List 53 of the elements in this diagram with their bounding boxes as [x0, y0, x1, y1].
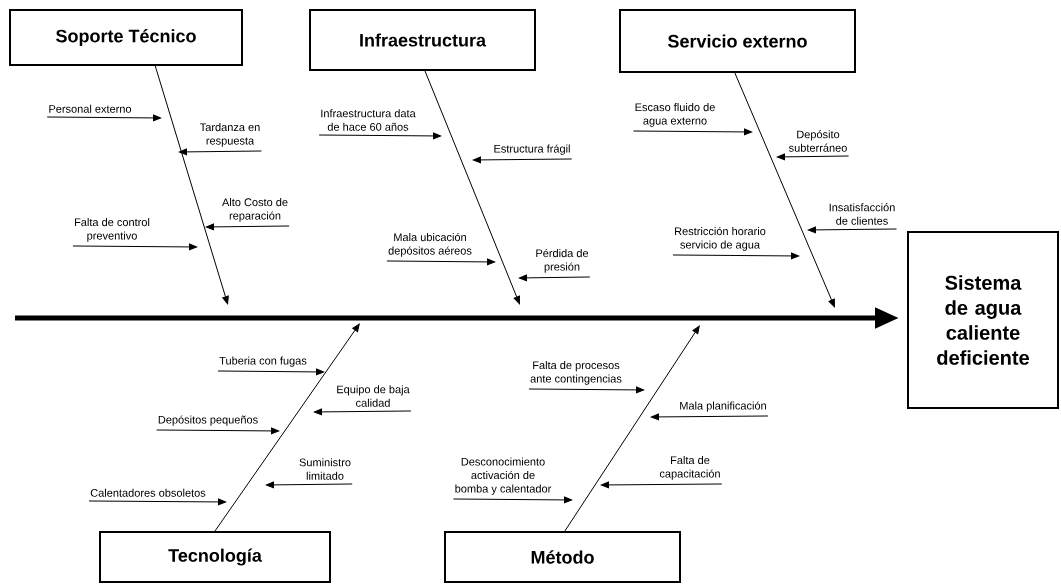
- category-box: Infraestructura: [309, 9, 536, 71]
- arrow: [313, 408, 412, 416]
- effect-box: Sistema de agua caliente deficiente: [907, 231, 1059, 409]
- cause-label: Falta de procesos ante contingencias: [530, 361, 622, 385]
- arrow: [472, 156, 573, 164]
- cause-label: Restricción horario servicio de agua: [675, 226, 766, 251]
- arrow: [453, 496, 573, 504]
- bone-arrow: [564, 325, 700, 532]
- arrow: [217, 368, 325, 376]
- category-box: Método: [444, 531, 681, 583]
- category-box: Soporte Técnico: [9, 9, 243, 66]
- cause-label: Alto Costo de reparación: [222, 198, 288, 222]
- arrow: [156, 427, 280, 435]
- cause-label: Equipo de baja calidad: [337, 385, 410, 407]
- arrow: [632, 128, 753, 136]
- arrow: [672, 252, 800, 260]
- arrow: [600, 481, 723, 489]
- cause-label: Pérdida de presión: [536, 248, 589, 273]
- cause-label: Tardanza en respuesta: [200, 123, 260, 147]
- bone-arrow: [154, 65, 229, 305]
- cause-label: Infraestructura data de hace 60 años: [321, 109, 416, 131]
- arrow: [46, 114, 162, 122]
- arrow: [178, 148, 262, 156]
- arrow: [88, 498, 227, 506]
- arrow: [518, 274, 591, 282]
- cause-label: Depósitos pequeños: [158, 415, 258, 426]
- cause-label: Escaso fluido de agua externo: [635, 103, 715, 127]
- arrow: [205, 223, 290, 231]
- arrow: [72, 243, 198, 251]
- cause-label: Suministro limitado: [299, 458, 351, 480]
- cause-label: Falta de capacitación: [659, 456, 720, 480]
- arrow: [265, 481, 353, 489]
- bone-arrow: [214, 323, 360, 532]
- category-box: Tecnología: [99, 531, 331, 583]
- cause-label: Mala ubicación depósitos aéreos: [388, 232, 472, 257]
- cause-label: Estructura frágil: [494, 144, 570, 155]
- cause-label: Insatisfacción de clientes: [829, 203, 895, 225]
- arrow: [318, 132, 442, 140]
- arrow: [528, 386, 645, 394]
- bone-arrow: [424, 70, 520, 305]
- cause-label: Personal externo: [49, 104, 132, 113]
- arrow: [776, 153, 850, 161]
- cause-label: Tuberia con fugas: [219, 356, 307, 367]
- cause-label: Calentadores obsoletos: [90, 488, 206, 497]
- arrow: [807, 226, 897, 234]
- cause-label: Falta de control preventivo: [75, 218, 150, 242]
- arrow: [386, 258, 496, 266]
- category-box: Servicio externo: [619, 9, 856, 73]
- cause-label: Depósito subterráneo: [788, 130, 847, 152]
- cause-label: Mala planificación: [680, 401, 766, 412]
- bone-arrow: [734, 72, 835, 308]
- arrow: [650, 413, 769, 421]
- cause-label: Desconocimiento activación de bomba y calentador: [455, 457, 552, 495]
